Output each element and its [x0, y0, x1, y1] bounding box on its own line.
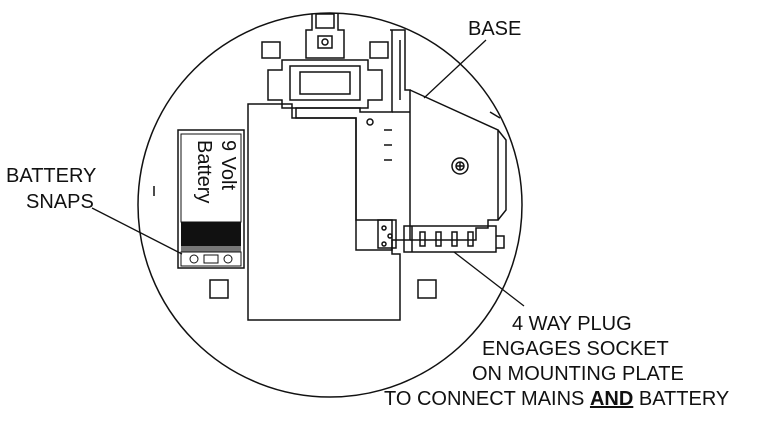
mount-square-bottom-left	[209, 279, 229, 299]
mount-square-top-left	[261, 41, 281, 59]
plug-label-line4-prefix: TO CONNECT MAINS	[384, 388, 590, 410]
base-label: BASE	[468, 18, 521, 40]
battery-label-type: Battery	[193, 140, 215, 203]
small-connector	[377, 219, 397, 249]
mount-square-bottom-right	[417, 279, 437, 299]
battery-snaps-label-line1: BATTERY	[6, 165, 96, 187]
battery-snaps-label-line2: SNAPS	[26, 191, 94, 213]
latch-mechanism	[267, 59, 383, 109]
base-interior	[153, 13, 507, 321]
base-circle-outline	[137, 12, 523, 398]
plug-label-line1: 4 WAY PLUG	[512, 313, 632, 335]
battery-snap-left	[189, 254, 199, 264]
plug-label-line3: ON MOUNTING PLATE	[472, 363, 684, 385]
nine-volt-battery: 9 Volt Battery	[177, 129, 245, 269]
battery-snap-right	[223, 254, 233, 264]
plug-label-line4-suffix: BATTERY	[633, 388, 729, 410]
mains-clip	[409, 89, 499, 241]
mount-square-top-right	[369, 41, 389, 59]
housing-upper	[295, 29, 411, 251]
plug-leader-line	[453, 251, 525, 307]
plug-label-line4-emphasis: AND	[590, 388, 633, 410]
four-way-plug	[403, 225, 497, 253]
base-leader-line	[423, 39, 487, 99]
battery-snaps-leader-line	[91, 207, 183, 255]
battery-label-voltage: 9 Volt	[217, 140, 239, 190]
plug-label-line4: TO CONNECT MAINS AND BATTERY	[384, 388, 729, 410]
top-clip	[305, 13, 345, 59]
screw-terminal	[451, 157, 469, 175]
plug-label-line2: ENGAGES SOCKET	[482, 338, 669, 360]
